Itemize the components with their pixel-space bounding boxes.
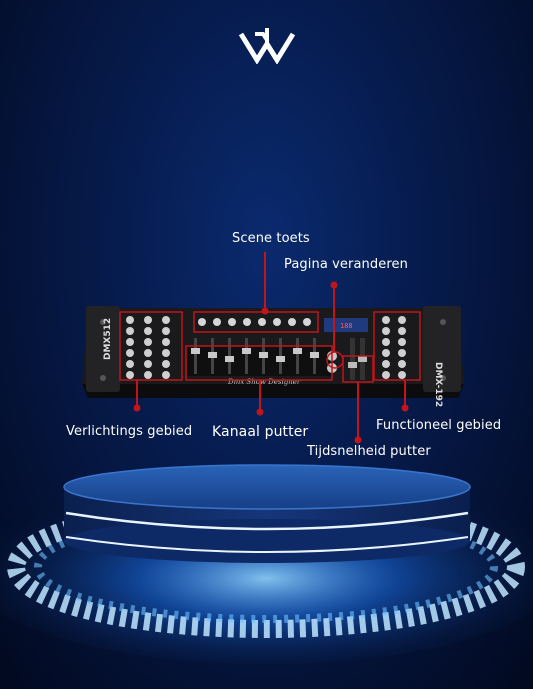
function-button — [398, 349, 406, 357]
function-button — [398, 338, 406, 346]
fixture-button — [144, 371, 152, 379]
fixture-button — [162, 327, 170, 335]
scene-button — [213, 318, 221, 326]
function-button — [382, 327, 390, 335]
scene-button — [288, 318, 296, 326]
fader-track — [245, 338, 248, 374]
scene-button — [228, 318, 236, 326]
fixture-button — [126, 360, 134, 368]
fader-knob — [242, 348, 251, 354]
label-page-change: Pagina veranderen — [284, 257, 408, 272]
fixture-button — [144, 349, 152, 357]
scene-button — [198, 318, 206, 326]
fader-knob — [208, 352, 217, 358]
function-button — [382, 371, 390, 379]
fixture-button — [126, 338, 134, 346]
fixture-button — [162, 316, 170, 324]
fader-knob — [225, 356, 234, 362]
fader-track — [194, 338, 197, 374]
function-button — [382, 338, 390, 346]
scene-button — [243, 318, 251, 326]
fixture-button — [144, 360, 152, 368]
right-panel-text: DMX-192 — [433, 362, 443, 407]
label-channel-fader: Kanaal putter — [212, 424, 309, 440]
function-button — [398, 360, 406, 368]
podium-graphic — [0, 464, 533, 664]
fixture-button — [126, 316, 134, 324]
label-speed-fader: Tijdsnelheid putter — [307, 444, 431, 459]
function-button — [382, 349, 390, 357]
dw-logo-icon — [238, 28, 296, 64]
label-function-area: Functioneel gebied — [376, 418, 502, 433]
function-button — [398, 327, 406, 335]
fixture-button — [126, 327, 134, 335]
dmx-controller-device: DMX512 DMX-192 Dmx Show Designer 188 — [82, 306, 464, 407]
function-button — [382, 360, 390, 368]
function-button — [382, 316, 390, 324]
fader-knob — [191, 348, 200, 354]
fixture-button — [144, 327, 152, 335]
label-lighting-area: Verlichtings gebied — [66, 424, 193, 439]
fader-knob — [293, 348, 302, 354]
function-button — [398, 371, 406, 379]
scene-button — [273, 318, 281, 326]
fixture-button — [162, 349, 170, 357]
brand-script-text: Dmx Show Designer — [227, 378, 301, 386]
function-button — [398, 316, 406, 324]
fader-knob — [310, 352, 319, 358]
fader-knob — [276, 356, 285, 362]
scene-button — [303, 318, 311, 326]
label-scene-button: Scene toets — [232, 231, 310, 246]
fixture-button — [144, 316, 152, 324]
scene-button — [258, 318, 266, 326]
fixture-button — [144, 338, 152, 346]
fixture-button — [126, 371, 134, 379]
svg-text:188: 188 — [340, 322, 353, 330]
fixture-button — [162, 371, 170, 379]
fixture-button — [162, 338, 170, 346]
fader-track — [296, 338, 299, 374]
left-panel-text: DMX512 — [103, 318, 113, 360]
fixture-button — [162, 360, 170, 368]
fader-knob — [259, 352, 268, 358]
fixture-button — [126, 349, 134, 357]
